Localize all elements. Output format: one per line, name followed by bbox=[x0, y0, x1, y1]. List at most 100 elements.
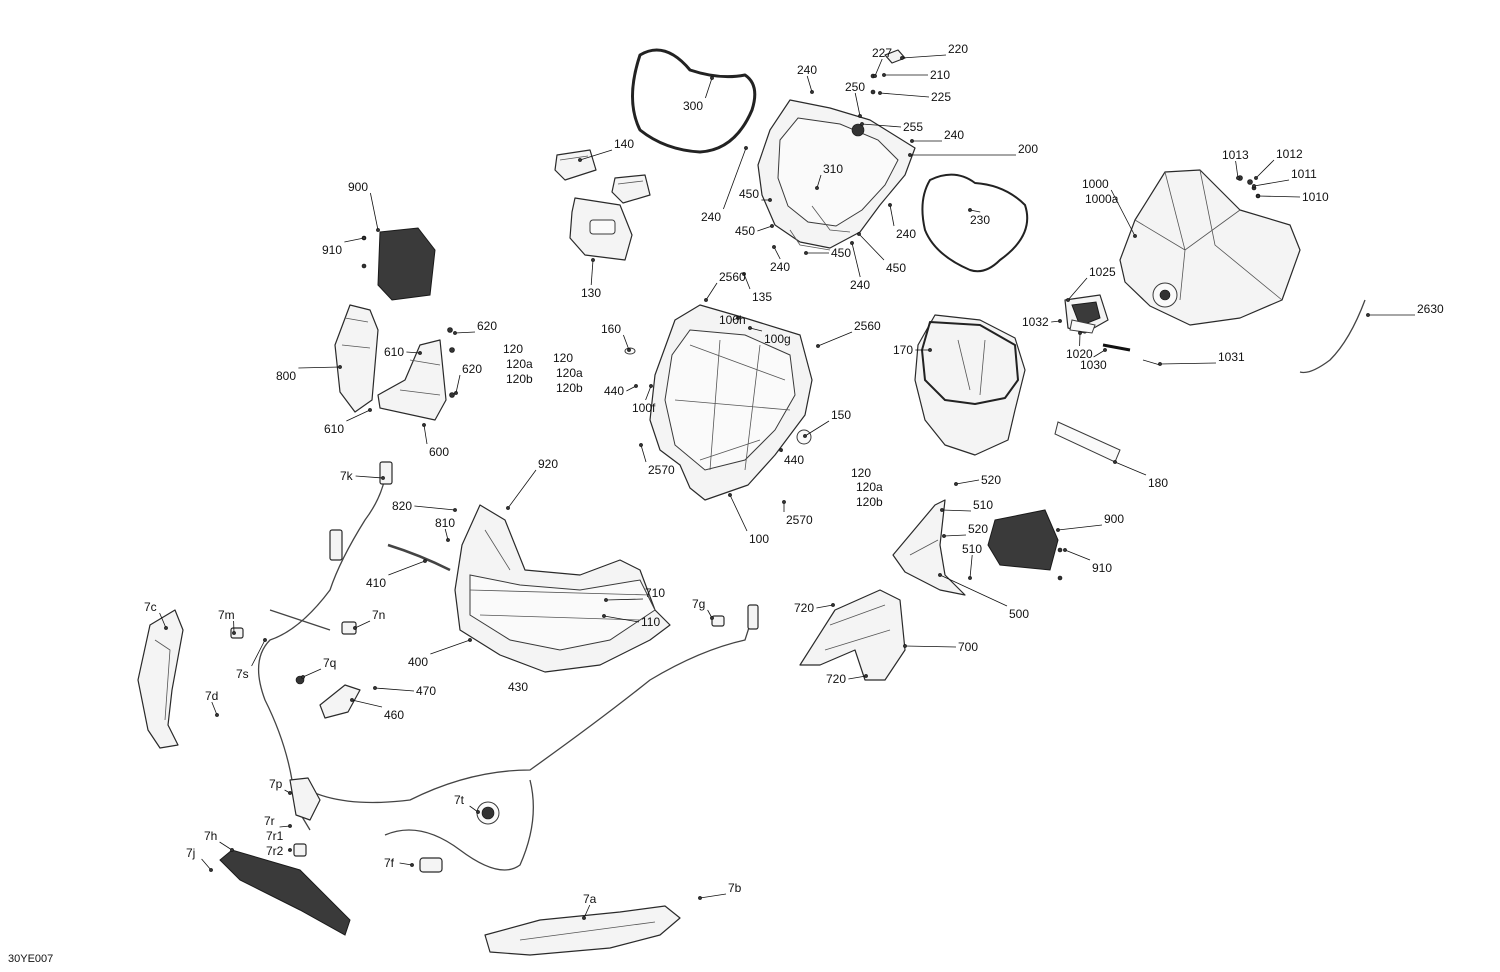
leader-end-l7g bbox=[710, 616, 714, 620]
callout-l440a: 440 bbox=[604, 384, 624, 398]
leader-end-l610a bbox=[418, 351, 422, 355]
callout-l700: 700 bbox=[958, 640, 978, 654]
leader-l2560b bbox=[817, 331, 853, 347]
callout-l140: 140 bbox=[614, 137, 634, 151]
callout-l170: 170 bbox=[893, 343, 913, 357]
part-220-bracket bbox=[870, 49, 906, 95]
leader-l500 bbox=[939, 574, 1008, 607]
leader-end-l240c bbox=[744, 146, 748, 150]
leader-l225 bbox=[879, 92, 930, 98]
leader-end-l1010 bbox=[1256, 194, 1260, 198]
leader-end-l440b bbox=[779, 448, 783, 452]
leader-end-l7q bbox=[301, 675, 305, 679]
leader-end-l7h bbox=[230, 848, 234, 852]
leader-l410 bbox=[388, 560, 426, 576]
callout-l240d: 240 bbox=[896, 227, 916, 241]
leader-l720a bbox=[816, 604, 834, 609]
callout-l470: 470 bbox=[416, 684, 436, 698]
callout-l610a: 610 bbox=[384, 345, 404, 359]
leader-end-l1020 bbox=[1078, 331, 1082, 335]
leader-end-l255 bbox=[860, 122, 864, 126]
reference-code: 30YE007 bbox=[8, 953, 53, 965]
leader-end-l1025 bbox=[1066, 298, 1070, 302]
callout-l620b: 620 bbox=[462, 362, 482, 376]
callout-l120ab: 120b bbox=[506, 372, 533, 386]
leader-end-l7k bbox=[381, 476, 385, 480]
leader-l100g bbox=[749, 327, 763, 332]
leader-l300 bbox=[705, 77, 713, 99]
callout-l225: 225 bbox=[931, 90, 951, 104]
leader-l240f bbox=[851, 242, 861, 278]
leader-end-l510b bbox=[968, 576, 972, 580]
callout-l820: 820 bbox=[392, 499, 412, 513]
callout-l2560a: 2560 bbox=[719, 270, 746, 284]
leader-l140 bbox=[579, 149, 613, 161]
callout-l1030: 1030 bbox=[1080, 358, 1107, 372]
leader-end-l135 bbox=[742, 272, 746, 276]
callout-l400: 400 bbox=[408, 655, 428, 669]
callout-l150: 150 bbox=[831, 408, 851, 422]
callout-l1032: 1032 bbox=[1022, 315, 1049, 329]
leader-end-l7s bbox=[263, 638, 267, 642]
leader-end-l910a bbox=[362, 236, 366, 240]
callout-l910b: 910 bbox=[1092, 561, 1112, 575]
leader-l2560a bbox=[705, 282, 718, 301]
leader-end-l520b bbox=[942, 534, 946, 538]
leader-end-l310 bbox=[815, 186, 819, 190]
callout-l1013: 1013 bbox=[1222, 148, 1249, 162]
leader-l520a bbox=[955, 479, 980, 485]
callout-l227: 227 bbox=[872, 46, 892, 60]
leader-l7d bbox=[211, 701, 218, 716]
callout-l100g: 100g bbox=[764, 332, 791, 346]
leader-end-l620b bbox=[454, 391, 458, 395]
leader-end-l410 bbox=[423, 559, 427, 563]
leader-end-l450c bbox=[804, 251, 808, 255]
leader-end-l7r2 bbox=[288, 848, 292, 852]
leader-end-l240a bbox=[810, 90, 814, 94]
callout-l240b: 240 bbox=[944, 128, 964, 142]
callout-l450a: 450 bbox=[739, 187, 759, 201]
leader-end-l7a bbox=[582, 916, 586, 920]
leader-end-l7r bbox=[288, 824, 292, 828]
leader-end-l140 bbox=[578, 158, 582, 162]
leader-l7n bbox=[354, 620, 371, 629]
part-140-lamps bbox=[554, 149, 651, 204]
leader-end-l1013 bbox=[1236, 176, 1240, 180]
leader-end-l2630 bbox=[1366, 313, 1370, 317]
callout-l7p: 7p bbox=[269, 777, 283, 791]
callout-l120ca: 120a bbox=[856, 480, 883, 494]
leader-l7k bbox=[355, 475, 384, 479]
leader-end-l900a bbox=[376, 228, 380, 232]
leader-end-l1030 bbox=[1103, 348, 1107, 352]
part-130-bracket bbox=[569, 197, 633, 261]
leader-l1011 bbox=[1253, 179, 1290, 187]
part-2630-cable bbox=[1299, 299, 1366, 374]
callout-l500: 500 bbox=[1009, 607, 1029, 621]
leader-end-l710 bbox=[604, 598, 608, 602]
callout-l620a: 620 bbox=[477, 319, 497, 333]
callout-l120c: 120 bbox=[851, 466, 871, 480]
callout-l180: 180 bbox=[1148, 476, 1168, 490]
part-7c-left-reflector bbox=[137, 609, 184, 749]
callout-l610b: 610 bbox=[324, 422, 344, 436]
leader-end-l7n bbox=[353, 626, 357, 630]
callout-l440b: 440 bbox=[784, 453, 804, 467]
leader-l240d bbox=[889, 204, 895, 227]
leader-l1030 bbox=[1093, 349, 1106, 358]
callout-l310: 310 bbox=[823, 162, 843, 176]
callout-l1020: 1020 bbox=[1066, 347, 1093, 361]
leader-end-l130 bbox=[591, 258, 595, 262]
leader-l620b bbox=[455, 374, 461, 394]
callout-l7a: 7a bbox=[583, 892, 597, 906]
callout-l410: 410 bbox=[366, 576, 386, 590]
leader-end-l7b bbox=[698, 896, 702, 900]
leader-end-l2560b bbox=[816, 344, 820, 348]
callout-l1011: 1011 bbox=[1291, 167, 1317, 181]
callout-l450c: 450 bbox=[831, 246, 851, 260]
callout-l100f: 100f bbox=[632, 401, 656, 415]
callout-l7s: 7s bbox=[236, 667, 249, 681]
leader-end-l240e bbox=[772, 245, 776, 249]
leader-l7b bbox=[699, 893, 727, 899]
callout-l2570b: 2570 bbox=[786, 513, 813, 527]
